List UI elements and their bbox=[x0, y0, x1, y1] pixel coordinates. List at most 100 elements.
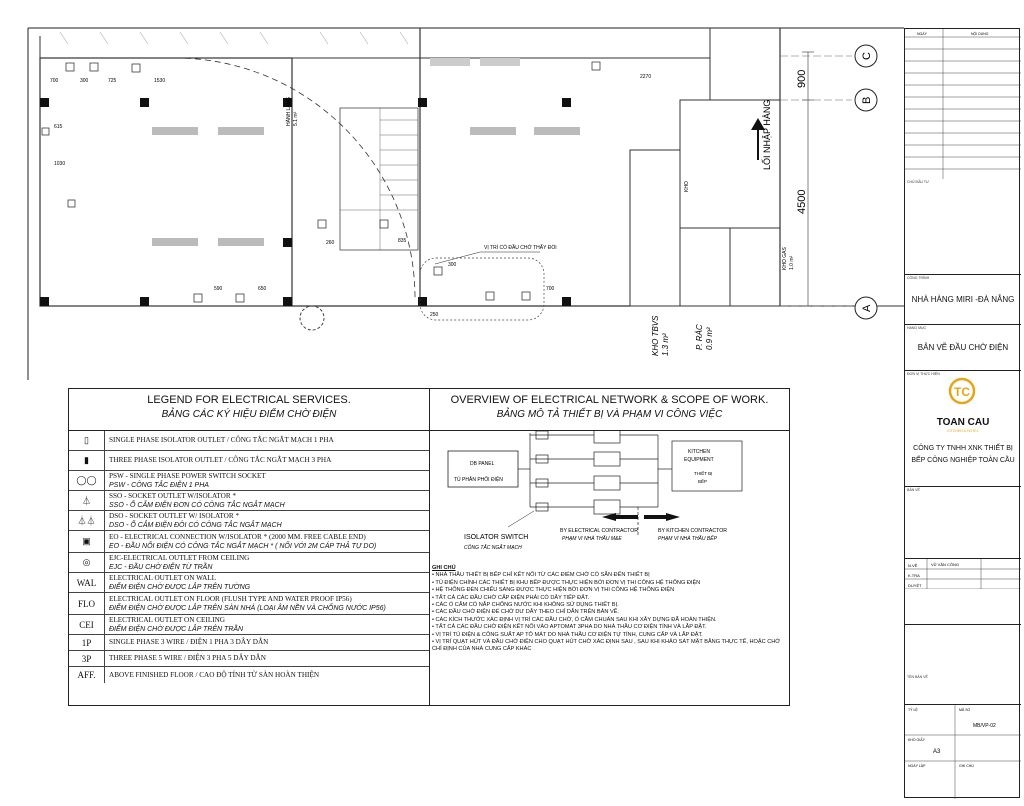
rac-area: 0.9 m² bbox=[705, 327, 714, 350]
legend-text-vi: ĐIỂM ĐIỆN CHỜ ĐƯỢC LẮP TRÊN SÀN NHÀ (LOẠ… bbox=[109, 604, 386, 612]
legend-text-vi: PSW - CÔNG TẮC ĐIỆN 1 PHA bbox=[109, 481, 209, 489]
overview-panel: OVERVIEW OF ELECTRICAL NETWORK & SCOPE O… bbox=[430, 388, 790, 706]
legend-symbol-icon: ◎ bbox=[82, 557, 91, 567]
tb-ban-ve-label: BẢN VẼ bbox=[907, 488, 920, 492]
legend-rows: ▯SINGLE PHASE ISOLATOR OUTLET / CÔNG TẮC… bbox=[69, 431, 429, 683]
ngay-lap-label: NGÀY LẬP bbox=[908, 764, 926, 768]
revision-grid: NGÀY NỘI DUNG bbox=[905, 29, 1021, 179]
company-line-1: CÔNG TY TNHH XNK THIẾT BỊ bbox=[913, 445, 1013, 452]
db-panel-2: TỦ PHÂN PHỐI ĐIỆN bbox=[454, 475, 503, 483]
dim-300b: 300 bbox=[448, 262, 457, 268]
kho-tbvs-label: KHO TBVS bbox=[651, 315, 660, 356]
legend-symbol: ◎ bbox=[69, 553, 105, 572]
dim-260: 260 bbox=[326, 240, 335, 246]
axis-a-label: A bbox=[861, 304, 873, 312]
tb-hdr-1: NGÀY bbox=[917, 32, 928, 36]
legend-text: SSO - SOCKET OUTLET W/ISOLATOR *SSO - Ổ … bbox=[105, 491, 289, 511]
legend-header: LEGEND FOR ELECTRICAL SERVICES. BẢNG CÁC… bbox=[69, 389, 429, 431]
note-item: • NHÀ THẦU THIẾT BỊ BẾP CHỈ KẾT NỐI TỪ C… bbox=[432, 572, 650, 579]
overview-header: OVERVIEW OF ELECTRICAL NETWORK & SCOPE O… bbox=[430, 389, 789, 431]
note-item: • CÁC KÍCH THƯỚC XÁC ĐỊNH VỊ TRÍ CÁC ĐẦU… bbox=[432, 616, 717, 623]
legend-symbol: 3P bbox=[69, 651, 105, 666]
legend-text-en: THREE PHASE 5 WIRE / ĐIỆN 3 PHA 5 DÂY DẪ… bbox=[109, 654, 266, 662]
tb-drawing-name: BẢN VẼ ĐẦU CHỜ ĐIỆN bbox=[917, 343, 1009, 352]
kitchen-2: EQUIPMENT bbox=[684, 457, 714, 463]
tb-chu-dau-tu: CHỦ ĐẦU TƯ bbox=[905, 179, 1021, 275]
logo-text: TOAN CAU bbox=[936, 417, 990, 428]
legend-text-en: ABOVE FINISHED FLOOR / CAO ĐỘ TÍNH TỪ SÀ… bbox=[109, 670, 320, 679]
dim-top-2: 300 bbox=[80, 78, 89, 84]
vi-tri-note: VỊ TRÍ CÓ ĐẦU CHỜ THẤY ĐỔI bbox=[484, 244, 557, 251]
tb-chu-dau-tu-label: CHỦ ĐẦU TƯ bbox=[907, 180, 929, 184]
paper-size: A3 bbox=[933, 749, 941, 755]
legend-text: SINGLE PHASE ISOLATOR OUTLET / CÔNG TẮC … bbox=[105, 435, 338, 446]
legend-text-en: ELECTRICAL OUTLET ON CEILING bbox=[109, 615, 225, 624]
overview-title-en: OVERVIEW OF ELECTRICAL NETWORK & SCOPE O… bbox=[450, 394, 769, 406]
legend-text-vi: EJC - ĐẦU CHỜ ĐIỆN TỪ TRẦN bbox=[109, 563, 213, 571]
legend-text-vi: ĐIỂM ĐIỆN CHỜ ĐƯỢC LẮP TRÊN TƯỜNG bbox=[109, 583, 251, 591]
network-diagram: DB PANEL TỦ PHÂN PHỐI ĐIỆN KITCHEN bbox=[447, 431, 743, 551]
legend-text-en: PSW - SINGLE PHASE POWER SWITCH SOCKET bbox=[109, 471, 266, 480]
legend-row: 3P THREE PHASE 5 WIRE / ĐIỆN 3 PHA 5 DÂY … bbox=[69, 651, 429, 667]
legend-symbol-icon: ▮ bbox=[84, 455, 89, 465]
dim-590: 590 bbox=[214, 286, 223, 292]
legend-text: DSO - SOCKET OUTLET W/ ISOLATOR *DSO - Ổ… bbox=[105, 511, 286, 531]
legend-symbol: FLO bbox=[69, 593, 105, 614]
title-block: NGÀY NỘI DUNG CHỦ ĐẦU TƯ CÔNG TRÌNH NHÀ … bbox=[904, 28, 1021, 799]
drawing-code: MB/VP-02 bbox=[973, 723, 996, 729]
logo-sub: KITCHEN & HOTEL bbox=[947, 429, 979, 433]
note-item: • TẤT CẢ CÁC ĐẦU CHỜ CẤP ĐIỆN PHẢI CÓ DÂ… bbox=[432, 594, 590, 601]
legend-symbol: ▮ bbox=[69, 451, 105, 470]
rac-label: P. RÁC bbox=[695, 324, 704, 350]
legend-symbol: ▯ bbox=[69, 431, 105, 450]
legend-text-en: SINGLE PHASE 3 WIRE / ĐIỆN 1 PHA 3 DÂY D… bbox=[109, 638, 269, 646]
ghi-chu-label: GHI CHÚ bbox=[959, 764, 974, 768]
dim-4500: 4500 bbox=[796, 190, 808, 214]
kitchen-1: KITCHEN bbox=[688, 449, 710, 455]
kho-label: KHO bbox=[684, 181, 690, 192]
notes-head: GHI CHÚ bbox=[432, 565, 456, 571]
tb-signatures: N.VẼ VŨ VĂN CÔNG K.TRA DUYỆT bbox=[905, 559, 1021, 625]
legend-text-en: EJC-ELECTRICAL OUTLET FROM CEILING bbox=[109, 553, 250, 562]
hall-area: 5.1 m² bbox=[293, 111, 299, 126]
note-item: • TỦ ĐIỆN CHÍNH CÁC THIẾT BỊ KHU BẾP ĐƯỢ… bbox=[432, 579, 701, 586]
company-line-2: BẾP CÔNG NGHIỆP TOÀN CẦU bbox=[911, 457, 1015, 464]
note-item: • CÁC Ổ CẮM CÓ NẮP CHỐNG NƯỚC KHI KHÔNG … bbox=[432, 602, 619, 609]
note-item: • VỊ TRÍ QUẠT HÚT VÀ ĐẦU CHỜ ĐIỆN CHO QU… bbox=[432, 639, 781, 653]
legend-text-vi: DSO - Ổ CẮM ĐIỆN ĐÔI CÓ CÔNG TẮC NGẮT MẠ… bbox=[109, 521, 282, 529]
axis-c-label: C bbox=[861, 52, 873, 60]
legend-text: EO - ELECTRICAL CONNECTION W/ISOLATOR * … bbox=[105, 532, 380, 552]
kho-gas-label: KHO GAS bbox=[782, 247, 788, 270]
legend-text: ABOVE FINISHED FLOOR / CAO ĐỘ TÍNH TỪ SÀ… bbox=[105, 670, 323, 681]
legend-row: ⏃⏃DSO - SOCKET OUTLET W/ ISOLATOR *DSO -… bbox=[69, 511, 429, 531]
ve-label: N.VẼ bbox=[908, 563, 918, 568]
legend-symbol: AFF. bbox=[69, 667, 105, 683]
isolator-vi: CÔNG TẮC NGẮT MẠCH bbox=[464, 543, 522, 551]
note-item: • VỊ TRÍ TỦ ĐIỆN & CÔNG SUẤT AP TÔ MÁT D… bbox=[432, 631, 703, 638]
legend-text-vi: SSO - Ổ CẮM ĐIỆN ĐƠN CÓ CÔNG TẮC NGẮT MẠ… bbox=[109, 501, 285, 509]
legend-row: ▮THREE PHASE ISOLATOR OUTLET / CÔNG TẮC … bbox=[69, 451, 429, 471]
dim-650: 650 bbox=[258, 286, 267, 292]
tb-project-name: NHÀ HÀNG MIRI -ĐÀ NẴNG bbox=[911, 295, 1015, 304]
legend-symbol: ⏃⏃ bbox=[69, 511, 105, 530]
ve-value: VŨ VĂN CÔNG bbox=[931, 562, 959, 567]
tb-hang-muc-label: HẠNG MỤC bbox=[907, 326, 927, 330]
dim-top-1: 700 bbox=[50, 78, 59, 84]
signature-grid: N.VẼ VŨ VĂN CÔNG K.TRA DUYỆT bbox=[905, 559, 1021, 589]
by-elec-vi: PHẠM VI NHÀ THẦU M&E bbox=[562, 535, 622, 542]
legend-text: SINGLE PHASE 3 WIRE / ĐIỆN 1 PHA 3 DÂY D… bbox=[105, 637, 272, 648]
legend-text-en: EO - ELECTRICAL CONNECTION W/ISOLATOR * … bbox=[109, 532, 366, 541]
ma-so-label: MÃ SỐ bbox=[959, 707, 971, 712]
legend-symbol: WAL bbox=[69, 573, 105, 592]
tb-ten-ban-ve: TÊN BẢN VẼ bbox=[905, 625, 1021, 705]
legend-row: ▯SINGLE PHASE ISOLATOR OUTLET / CÔNG TẮC… bbox=[69, 431, 429, 451]
legend-symbol: ▣ bbox=[69, 531, 105, 552]
svg-text:TC: TC bbox=[954, 385, 970, 399]
by-kitchen-vi: PHẠM VI NHÀ THẦU BẾP bbox=[658, 534, 718, 542]
legend-row: ▣ EO - ELECTRICAL CONNECTION W/ISOLATOR *… bbox=[69, 531, 429, 553]
legend-symbol: ◯◯ bbox=[69, 471, 105, 490]
